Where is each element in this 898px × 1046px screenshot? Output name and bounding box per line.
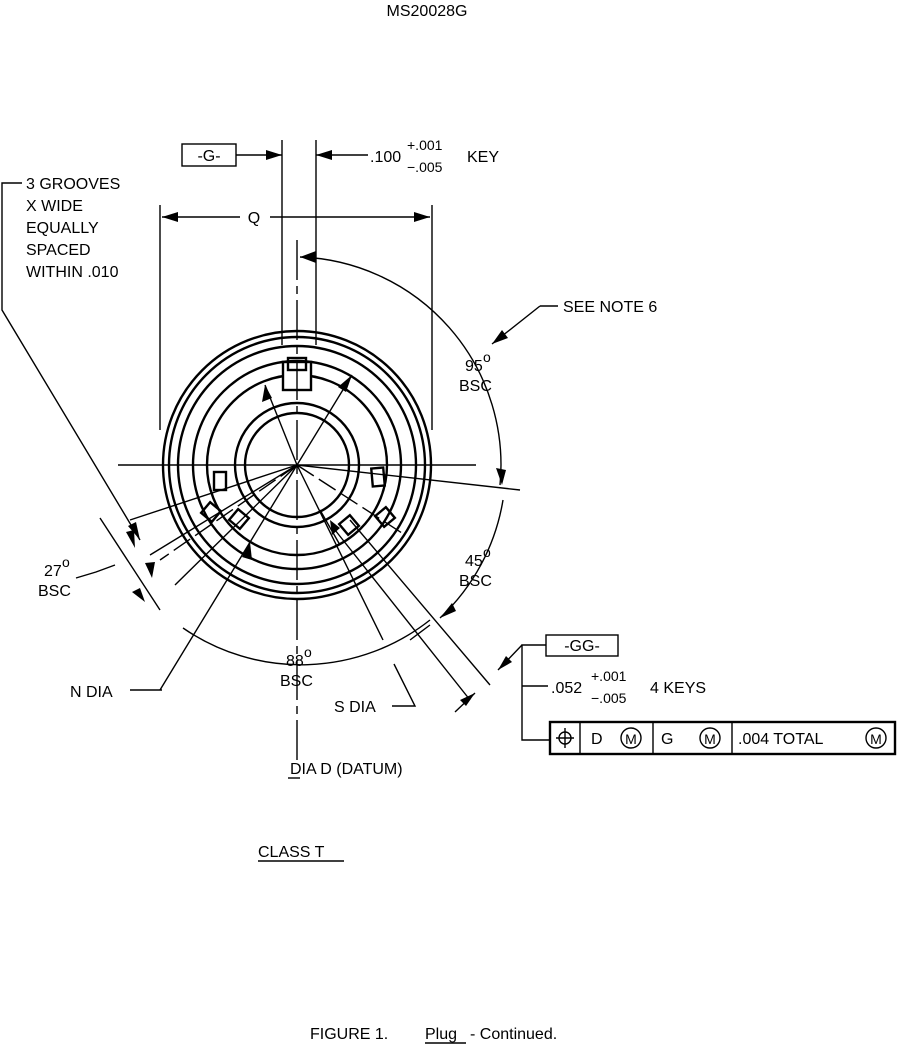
mmc-modifier: M	[704, 731, 716, 747]
feature-control-frame: D M G M .004 TOTAL M	[548, 720, 897, 756]
degree-symbol: o	[62, 554, 70, 570]
figure-caption: FIGURE 1. Plug - Continued.	[310, 1026, 557, 1044]
key-tol-plus: +.001	[407, 137, 443, 153]
mmc-modifier: M	[870, 731, 882, 747]
bsc-95: BSC	[459, 378, 492, 395]
mmc-modifier-icon	[699, 727, 721, 749]
keys-tolerance: -GG- .052 +.001 −.005 4 KEYS D M G M .00…	[497, 634, 897, 756]
datum-gg-label: -GG-	[564, 638, 600, 655]
grooves-note: 3 GROOVES X WIDE EQUALLY SPACED WITHIN .…	[1, 176, 141, 541]
note-line: EQUALLY	[26, 220, 99, 237]
fcf-datum-d: D	[591, 731, 603, 748]
caption-suffix: - Continued.	[470, 1026, 557, 1043]
degree-symbol: o	[304, 644, 312, 660]
angle-45: 45	[465, 553, 483, 570]
bsc-88: BSC	[280, 673, 313, 690]
note-line: WITHIN .010	[26, 264, 119, 281]
angle-27: 27	[44, 563, 62, 580]
key-dimension: -G- .100 +.001 −.005 KEY	[181, 137, 499, 345]
keys-tol-minus: −.005	[591, 690, 627, 706]
angle-88: 88	[286, 653, 304, 670]
see-note-6: SEE NOTE 6	[563, 299, 657, 316]
keys-label: 4 KEYS	[650, 680, 706, 697]
degree-symbol: o	[483, 544, 491, 560]
n-dia-label: N DIA	[70, 684, 113, 701]
angle-95: 95	[465, 358, 483, 375]
bsc-27: BSC	[38, 583, 71, 600]
class-label: CLASS T	[258, 844, 325, 861]
key-tol-minus: −.005	[407, 159, 443, 175]
note-line: SPACED	[26, 242, 91, 259]
datum-d-label: DIA D (DATUM)	[290, 761, 403, 778]
s-dia-label: S DIA	[334, 699, 376, 716]
dim-q: Q	[248, 210, 260, 227]
bsc-45: BSC	[459, 573, 492, 590]
fcf-tolerance: .004 TOTAL	[738, 731, 823, 748]
datum-g-label: -G-	[197, 148, 220, 165]
mmc-modifier: M	[625, 731, 637, 747]
position-symbol-icon	[556, 728, 574, 748]
doc-number: MS20028G	[387, 3, 468, 20]
caption-plug: Plug	[425, 1026, 457, 1043]
plug-face	[118, 240, 521, 760]
degree-symbol: o	[483, 349, 491, 365]
q-dimension: Q	[159, 205, 433, 430]
keys-tol-plus: +.001	[591, 668, 627, 684]
angle-dimensions	[75, 251, 506, 713]
keys-width: .052	[551, 680, 582, 697]
note-line: 3 GROOVES	[26, 176, 120, 193]
mmc-modifier-icon	[865, 727, 887, 749]
key-width: .100	[370, 149, 401, 166]
fcf-datum-g: G	[661, 731, 673, 748]
note-line: X WIDE	[26, 198, 83, 215]
caption-prefix: FIGURE 1.	[310, 1026, 388, 1043]
mmc-modifier-icon	[620, 727, 642, 749]
key-label: KEY	[467, 149, 499, 166]
